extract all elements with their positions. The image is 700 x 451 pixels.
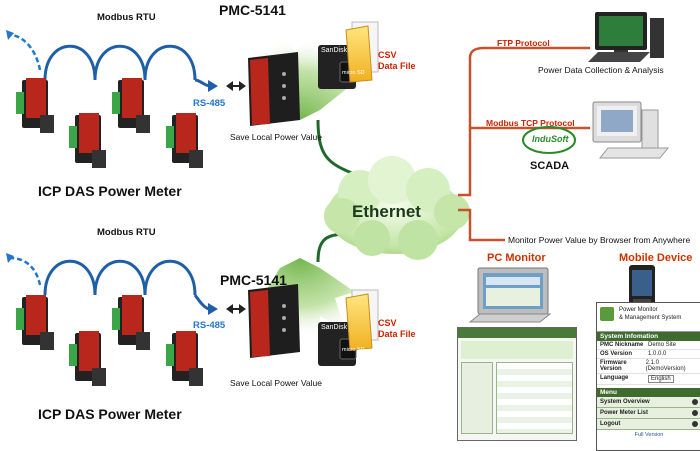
- pc-screen-header: [458, 328, 576, 338]
- bottom-pmc-title: PMC-5141: [220, 272, 287, 288]
- pc-monitor-screen: [457, 327, 577, 441]
- bottom-rs485-label: RS-485: [193, 320, 226, 331]
- language-select[interactable]: English: [648, 375, 674, 383]
- top-green-burst: [245, 28, 355, 120]
- bottom-green-burst: [245, 258, 355, 348]
- bottom-pmc-device: [248, 284, 300, 358]
- bottom-double-arrow: [226, 304, 246, 314]
- pc-monitor-title: PC Monitor: [487, 252, 546, 264]
- menu-item-system-overview[interactable]: System Overview: [597, 397, 700, 408]
- menu-item-power-meter-list[interactable]: Power Meter List: [597, 408, 700, 419]
- mobile-header-line2: & Management System: [619, 315, 682, 321]
- top-csv-label-2: Data File: [378, 61, 416, 71]
- pc-monitor-device: [468, 267, 552, 323]
- top-rs485-label: RS-485: [193, 98, 226, 109]
- top-pmc-device: [248, 52, 300, 126]
- mobile-info-key: Language: [600, 375, 629, 381]
- bottom-sd-brand: SanDisk: [321, 324, 348, 331]
- top-csv-folder: [345, 21, 379, 83]
- mobile-info-row: OS Version 1.0.0.0: [597, 350, 700, 359]
- top-rs485-arrow: [194, 78, 211, 88]
- menu-item-logout[interactable]: Logout: [597, 419, 700, 430]
- mobile-info-row: PMC Nickname Demo Site: [597, 341, 700, 350]
- ftp-computer: [588, 12, 664, 62]
- pc-screen-sidebar: [461, 362, 493, 434]
- bottom-rs485-arrow: [193, 294, 211, 311]
- top-meter-2: [69, 113, 106, 168]
- mobile-info-row: Language English: [597, 374, 700, 385]
- bottom-csv-folder: [345, 289, 379, 351]
- full-version-link[interactable]: Full Version: [634, 432, 664, 438]
- pc-screen-banner: [461, 341, 573, 359]
- top-meter-1: [16, 78, 54, 133]
- chevron-right-icon: [692, 410, 698, 416]
- chevron-right-icon: [692, 399, 698, 405]
- top-sd-type: micro SD: [342, 70, 365, 76]
- pc-screen-table: [496, 362, 573, 434]
- ethernet-cloud: [324, 156, 470, 260]
- mobile-info-key: OS Version: [600, 351, 633, 357]
- top-meter-3: [112, 78, 150, 133]
- bottom-pmc-caption: Save Local Power Value: [230, 378, 322, 388]
- top-meter-4: [166, 113, 203, 168]
- top-modbus-label: Modbus RTU: [97, 12, 156, 23]
- ethernet-label: Ethernet: [352, 202, 421, 221]
- top-pmc-caption: Save Local Power Value: [230, 132, 322, 142]
- bottom-modbus-cables: [43, 259, 197, 296]
- mobile-info-value: 2.1.0 (DemoVersion): [645, 360, 686, 372]
- pc-screen-tables: [458, 362, 576, 434]
- bottom-modbus-label: Modbus RTU: [97, 227, 156, 238]
- scada-label: SCADA: [530, 160, 570, 172]
- modbus-tcp-label: Modbus TCP Protocol: [486, 118, 575, 128]
- top-modbus-cables: [43, 44, 197, 81]
- bottom-csv-label-1: CSV: [378, 318, 397, 328]
- bottom-meter-1: [16, 295, 54, 350]
- menu-item-label: Logout: [600, 421, 621, 427]
- browser-caption: Monitor Power Value by Browser from Anyw…: [508, 235, 691, 245]
- bottom-meter-3: [112, 295, 150, 350]
- indusoft-text: InduSoft: [532, 134, 569, 144]
- mobile-info-value: 1.0.0.0: [648, 351, 667, 357]
- mobile-system-info-header: System Infomation: [597, 332, 700, 341]
- mobile-menu-header: Menu: [597, 388, 700, 397]
- top-double-arrow: [226, 81, 246, 91]
- scada-computer: [592, 101, 670, 159]
- mobile-header: Power Monitor & Management System: [597, 303, 700, 332]
- protocol-lines: [458, 46, 590, 242]
- bottom-meter-4: [166, 331, 203, 386]
- ftp-protocol-label: FTP Protocol: [497, 38, 550, 48]
- top-dashed-arrow: [9, 33, 42, 71]
- bottom-dashed-arrow: [9, 256, 42, 286]
- ftp-caption: Power Data Collection & Analysis: [538, 65, 664, 75]
- mobile-info-row: Firmware Version 2.1.0 (DemoVersion): [597, 359, 700, 374]
- ethernet-link-top: [316, 119, 366, 180]
- mobile-logo-icon: [600, 307, 614, 321]
- mobile-info-value: Demo Site: [648, 342, 677, 348]
- menu-item-label: System Overview: [600, 399, 650, 405]
- menu-item-label: Power Meter List: [600, 410, 649, 416]
- mobile-device-title: Mobile Device: [619, 252, 693, 264]
- top-sd-brand: SanDisk: [321, 47, 348, 54]
- mobile-header-line1: Power Monitor: [619, 307, 658, 313]
- top-pmc-title: PMC-5141: [219, 2, 286, 18]
- mobile-screen: Power Monitor & Management System System…: [596, 302, 700, 451]
- bottom-meter-2: [69, 331, 106, 386]
- mobile-info-key: PMC Nickname: [600, 342, 644, 348]
- top-csv-label-1: CSV: [378, 50, 397, 60]
- bottom-csv-label-2: Data File: [378, 329, 416, 339]
- bottom-meter-group-title: ICP DAS Power Meter: [38, 406, 182, 422]
- mobile-info-key: Firmware Version: [600, 360, 627, 372]
- bottom-sd-type: micro SD: [342, 347, 365, 353]
- chevron-right-icon: [692, 421, 698, 427]
- indusoft-logo: [522, 126, 576, 154]
- top-meter-group-title: ICP DAS Power Meter: [38, 183, 182, 199]
